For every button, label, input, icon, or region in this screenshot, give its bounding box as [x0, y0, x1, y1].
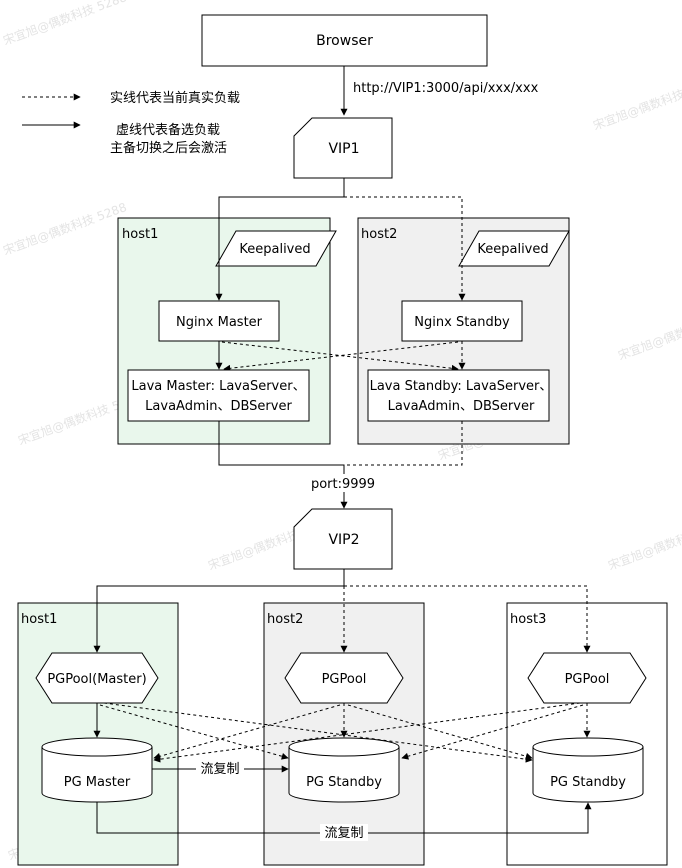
- browser-box: [201, 14, 488, 67]
- pgpool-master-to-pg-standby-2-arrow: [99, 704, 289, 760]
- lava-standby-box: [367, 369, 550, 422]
- lava-master-box: [127, 369, 310, 422]
- vip2-node: [293, 508, 393, 570]
- pgpool-2-node: [284, 652, 404, 704]
- pgpool-master-label: PGPool(Master): [47, 672, 146, 687]
- port-label: port:9999: [311, 477, 375, 492]
- vip1-to-nginx-standby-arrow: [344, 196, 466, 301]
- url-label: http://VIP1:3000/api/xxx/xxx: [353, 81, 539, 96]
- lava-master-label-line2: LavaAdmin、DBServer: [145, 399, 292, 414]
- watermark: 宋宜旭@偶数科技 5288: [1, 199, 129, 258]
- vip2-label: VIP2: [328, 532, 359, 548]
- vip1-node: [293, 117, 393, 179]
- legend-solid-text-line2: 主备切换之后会激活: [110, 140, 227, 156]
- pg-master-node: [41, 737, 153, 803]
- keepalived-2-label: Keepalived: [477, 242, 548, 257]
- pg-standby-3-label: PG Standby: [550, 775, 626, 790]
- nginx-standby-label: Nginx Standby: [414, 315, 510, 330]
- legend-dashed-text: 实线代表当前真实负载: [110, 90, 240, 106]
- lava-standby-label-line1: Lava Standby: LavaServer、: [370, 379, 553, 394]
- pgpool-3-to-pg-standby-2-arrow: [401, 704, 584, 760]
- lava-standby-to-vip2-arrow: [344, 421, 463, 466]
- vip1-to-nginx-master-arrow: [215, 178, 345, 301]
- pgpool-2-to-pg-master-arrow: [153, 704, 341, 760]
- host1-bottom-container: [17, 602, 179, 866]
- port-label-bg: [305, 474, 383, 492]
- pg-standby-2-node: [288, 737, 400, 803]
- host1-bottom-label: host1: [21, 612, 57, 627]
- vip1-label: VIP1: [328, 141, 359, 157]
- lava-standby-label-line2: LavaAdmin、DBServer: [388, 399, 535, 414]
- nginx-standby-box: [401, 300, 523, 342]
- replication-label-1-bg: [196, 760, 244, 777]
- host3-bottom-label: host3: [510, 612, 546, 627]
- legend-solid-text-line1: 虚线代表备选负载: [116, 122, 220, 138]
- nginx-master-label: Nginx Master: [176, 315, 263, 330]
- lava-master-label-line1: Lava Master: LavaServer、: [131, 379, 305, 394]
- replication-label-2-bg: [320, 824, 368, 841]
- pgpool-3-label: PGPool: [565, 672, 610, 687]
- host2-top-label: host2: [361, 227, 397, 242]
- watermark: 宋宜旭@偶数科技 5288: [1, 0, 129, 48]
- pgpool-2-to-pg-standby-3-arrow: [347, 704, 533, 760]
- pgpool-2-label: PGPool: [322, 672, 367, 687]
- keepalived-1-node: [215, 230, 337, 267]
- host2-bottom-label: host2: [267, 612, 303, 627]
- replication-label-2: 流复制: [324, 826, 363, 841]
- keepalived-1-label: Keepalived: [239, 242, 310, 257]
- vip2-to-pgpool-3-arrow: [344, 585, 591, 653]
- replication-label-1: 流复制: [200, 762, 239, 777]
- pgpool-3-node: [527, 652, 647, 704]
- pg-standby-2-label: PG Standby: [306, 775, 382, 790]
- host1-top-label: host1: [122, 227, 158, 242]
- vip2-to-pgpool-master-arrow: [93, 569, 345, 653]
- browser-label: Browser: [316, 33, 373, 49]
- watermark: 宋宜旭@偶数科技 5288: [606, 514, 682, 573]
- keepalived-2-node: [458, 230, 570, 267]
- pg-standby-3-node: [532, 737, 644, 803]
- pgpool-master-node: [35, 652, 159, 704]
- watermark: 宋宜旭@偶数科技 5288: [591, 74, 682, 133]
- pg-master-label: PG Master: [64, 775, 131, 790]
- watermark: 宋宜旭@偶数科技 5288: [616, 304, 682, 363]
